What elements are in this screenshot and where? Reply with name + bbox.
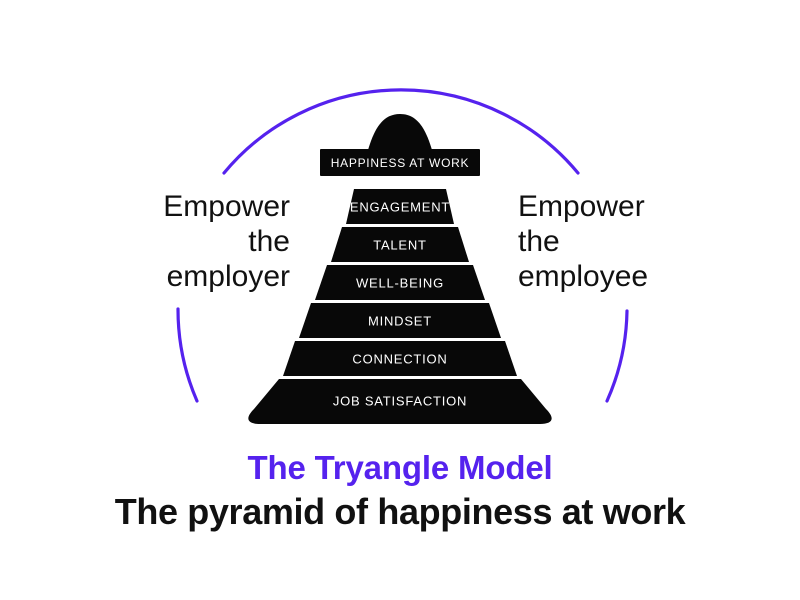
pyramid-band-7[interactable]: [248, 379, 552, 424]
annotation-empower-the-employer: Empower the employer: [163, 190, 290, 294]
arc-left-icon: [176, 307, 199, 403]
pyramid-band-6[interactable]: [283, 341, 517, 376]
caption-block: The Tryangle Model The pyramid of happin…: [0, 448, 800, 533]
pyramid-band-2[interactable]: [346, 189, 454, 224]
caption-subtitle: The pyramid of happiness at work: [114, 491, 686, 533]
arc-top-icon: [222, 88, 580, 175]
pyramid-band-5[interactable]: [299, 303, 501, 338]
arc-right-icon: [605, 309, 629, 403]
pyramid-band-3[interactable]: [331, 227, 469, 262]
pyramid-band-4[interactable]: [315, 265, 485, 300]
annotation-empower-the-employee: Empower the employee: [518, 190, 649, 294]
caption-title: The Tryangle Model: [247, 449, 553, 486]
pyramid-band-1[interactable]: [320, 149, 480, 176]
